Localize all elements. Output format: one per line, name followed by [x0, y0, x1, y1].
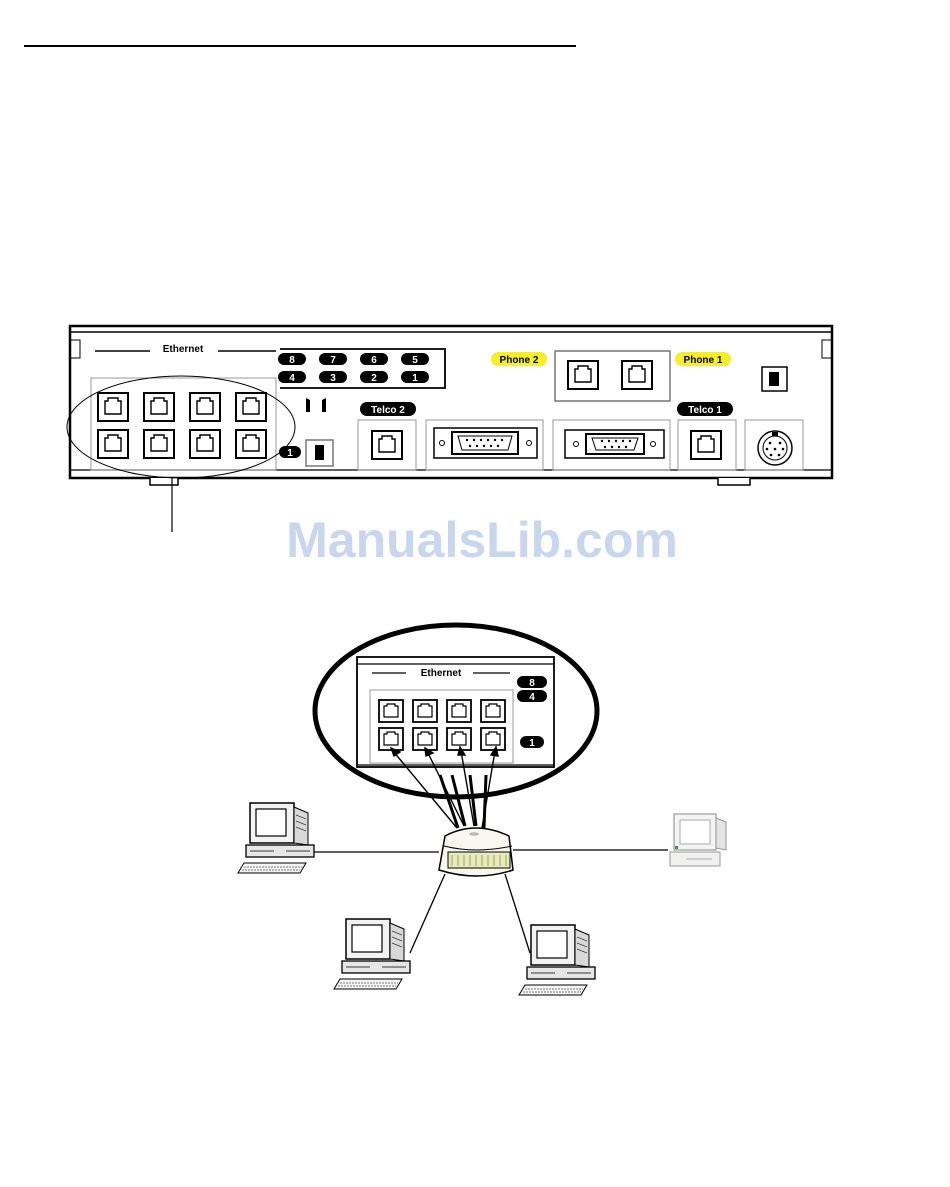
zoom-ethernet-port: [481, 700, 505, 722]
ethernet-port[interactable]: [190, 430, 220, 458]
zoom-ethernet-port: [447, 700, 471, 722]
zoom-port-number: 1: [529, 738, 535, 749]
zoom-port-number: 8: [529, 678, 535, 689]
telco1-label: Telco 1: [688, 405, 722, 416]
zoom-ethernet-port: [447, 728, 471, 750]
zoom-ethernet-port: [379, 700, 403, 722]
ethernet-port[interactable]: [144, 393, 174, 421]
port-number-label: 7: [330, 355, 336, 366]
desktop-computer-icon: [238, 803, 314, 873]
telco2-port[interactable]: [372, 431, 402, 459]
desktop-computer-icon: [670, 814, 726, 866]
desktop-computer-icon: [334, 919, 410, 989]
phone2-label: Phone 2: [500, 355, 539, 366]
uplink-number: 1: [287, 448, 293, 459]
ethernet-port[interactable]: [144, 430, 174, 458]
power-din-connector[interactable]: [758, 431, 792, 465]
zoom-ethernet-port: [481, 728, 505, 750]
ethernet-port[interactable]: [236, 393, 266, 421]
telco1-port[interactable]: [691, 431, 721, 459]
phone2-port[interactable]: [568, 361, 598, 389]
port-number-label: 3: [330, 373, 336, 384]
ethernet-port[interactable]: [190, 393, 220, 421]
watermark: ManualsLib.com: [286, 512, 678, 568]
desktop-computer-icon: [519, 925, 595, 995]
ethernet-label: Ethernet: [163, 344, 204, 355]
ethernet-hub-icon: [439, 828, 513, 876]
port-number-label: 8: [289, 355, 295, 366]
zoom-port-number: 4: [529, 692, 535, 703]
rear-panel: Ethernet 8 7 6 5 4: [67, 326, 832, 532]
phone1-port[interactable]: [622, 361, 652, 389]
bracket-marker: [306, 398, 310, 412]
zoom-ethernet-port: [413, 728, 437, 750]
ethernet-port[interactable]: [236, 430, 266, 458]
phone1-label: Phone 1: [684, 355, 723, 366]
zoom-callout: Ethernet 8 4 1: [315, 625, 597, 797]
port-number-label: 6: [371, 355, 377, 366]
telco2-label: Telco 2: [371, 405, 405, 416]
port-number-label: 2: [371, 373, 377, 384]
port-number-label: 4: [289, 373, 295, 384]
zoom-ethernet-port: [413, 700, 437, 722]
port-number-label: 1: [412, 373, 418, 384]
port-number-label: 5: [412, 355, 418, 366]
bracket-marker: [322, 398, 326, 412]
zoom-ethernet-port: [379, 728, 403, 750]
zoom-ethernet-label: Ethernet: [421, 668, 462, 679]
ethernet-port[interactable]: [98, 430, 128, 458]
ethernet-port[interactable]: [98, 393, 128, 421]
